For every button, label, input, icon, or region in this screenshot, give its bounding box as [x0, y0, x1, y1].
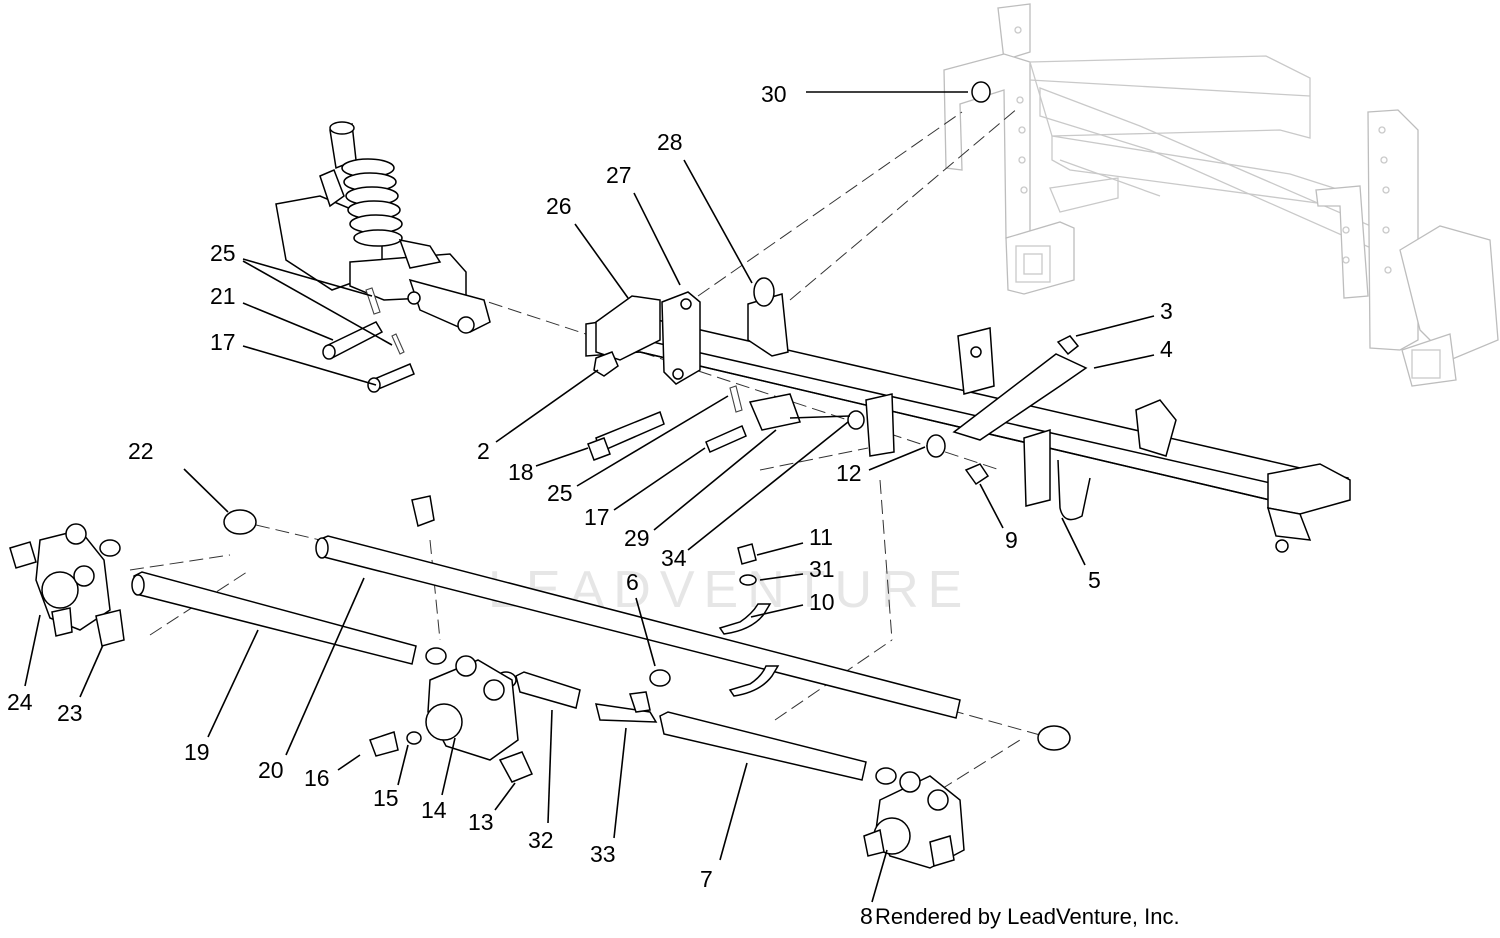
chassis-frame [943, 3, 1499, 387]
assembly-lines [129, 107, 1041, 791]
callout-label-c3: 3 [1160, 298, 1173, 324]
leader-line-c9 [979, 483, 1004, 529]
callout-label-c13: 13 [468, 809, 494, 835]
callout-label-c22: 22 [128, 438, 154, 464]
callout-label-c9: 9 [1005, 527, 1018, 553]
leader-line-c23 [79, 644, 104, 698]
leader-line-c28 [683, 159, 753, 284]
callout-label-c25a: 25 [210, 240, 236, 266]
callout-label-c33: 33 [590, 841, 616, 867]
spring-strut-assembly [275, 121, 491, 334]
leader-line-c2 [495, 369, 599, 443]
leader-line-c13 [494, 782, 516, 811]
callout-label-c28: 28 [657, 129, 683, 155]
leader-line-c4 [1093, 354, 1155, 369]
pins-left [322, 287, 415, 393]
leader-line-c32 [547, 709, 553, 824]
leader-line-c31 [759, 573, 804, 581]
callout-label-c30: 30 [761, 81, 787, 107]
leader-line-c19 [207, 629, 259, 738]
callout-label-c10: 10 [809, 589, 835, 615]
spray-tubes [99, 509, 1071, 785]
leader-line-c10 [750, 604, 804, 618]
callout-label-c11: 11 [809, 524, 833, 550]
callout-label-c32: 32 [528, 827, 554, 853]
credit-text: Rendered by LeadVenture, Inc. [875, 904, 1180, 929]
callout-label-c27: 27 [606, 162, 632, 188]
leader-line-c17a [242, 345, 377, 386]
leader-line-c15 [397, 744, 409, 786]
callout-label-c29: 29 [624, 525, 650, 551]
leader-line-c7 [719, 762, 748, 861]
callout-label-c12: 12 [836, 460, 862, 486]
callout-label-c16: 16 [304, 765, 330, 791]
callout-label-c7: 7 [700, 866, 713, 892]
leader-line-c25c [576, 395, 729, 487]
leader-line-c25a [242, 258, 373, 297]
callout-label-c19: 19 [184, 739, 210, 765]
leader-line-c33 [613, 727, 627, 839]
leader-line-c16 [337, 754, 361, 771]
pins-boom [587, 385, 851, 461]
leader-line-c20 [285, 577, 365, 756]
callout-layer: 3028272625211734218251729341295221131106… [7, 81, 1173, 929]
callout-label-c14: 14 [421, 797, 447, 823]
callout-label-c6: 6 [626, 569, 639, 595]
callout-label-c15: 15 [373, 785, 399, 811]
callout-label-c17a: 17 [210, 329, 236, 355]
callout-label-c34: 34 [661, 545, 687, 571]
leader-line-c25b [242, 260, 393, 346]
callout-label-c31: 31 [809, 556, 835, 582]
callout-label-c24: 24 [7, 689, 33, 715]
callout-label-c2: 2 [477, 438, 490, 464]
leader-line-c29 [653, 429, 777, 531]
nozzle-assembly-center [369, 495, 534, 783]
nozzle-assembly-right [863, 771, 965, 869]
leader-line-c8 [871, 849, 888, 903]
leader-line-c21 [242, 302, 334, 341]
callout-label-c23: 23 [57, 700, 83, 726]
leader-line-c12 [868, 446, 926, 471]
callout-label-c4: 4 [1160, 336, 1173, 362]
leader-line-c14 [441, 737, 456, 796]
leader-line-c11 [756, 542, 804, 556]
leader-line-c24 [24, 614, 41, 687]
callout-label-c18: 18 [508, 459, 534, 485]
leader-line-c17b [613, 447, 706, 511]
leader-line-c6 [635, 597, 656, 667]
leader-line-c26 [574, 223, 629, 299]
callout-label-c8: 8 [860, 903, 873, 929]
callout-label-c25c: 25 [547, 480, 573, 506]
leader-line-c18 [535, 447, 589, 467]
callout-label-c21: 21 [210, 283, 236, 309]
leader-line-c3 [1075, 315, 1155, 337]
leader-line-c5 [1061, 517, 1086, 566]
leader-line-c27 [633, 192, 681, 286]
callout-label-c5: 5 [1088, 567, 1101, 593]
leader-line-c34 [687, 421, 849, 551]
leader-line-c22 [183, 468, 229, 513]
callout-label-c17b: 17 [584, 504, 610, 530]
nozzle-assembly-left [9, 523, 125, 647]
callout-label-c20: 20 [258, 757, 284, 783]
main-boom-bar [585, 81, 1351, 553]
callout-label-c26: 26 [546, 193, 572, 219]
